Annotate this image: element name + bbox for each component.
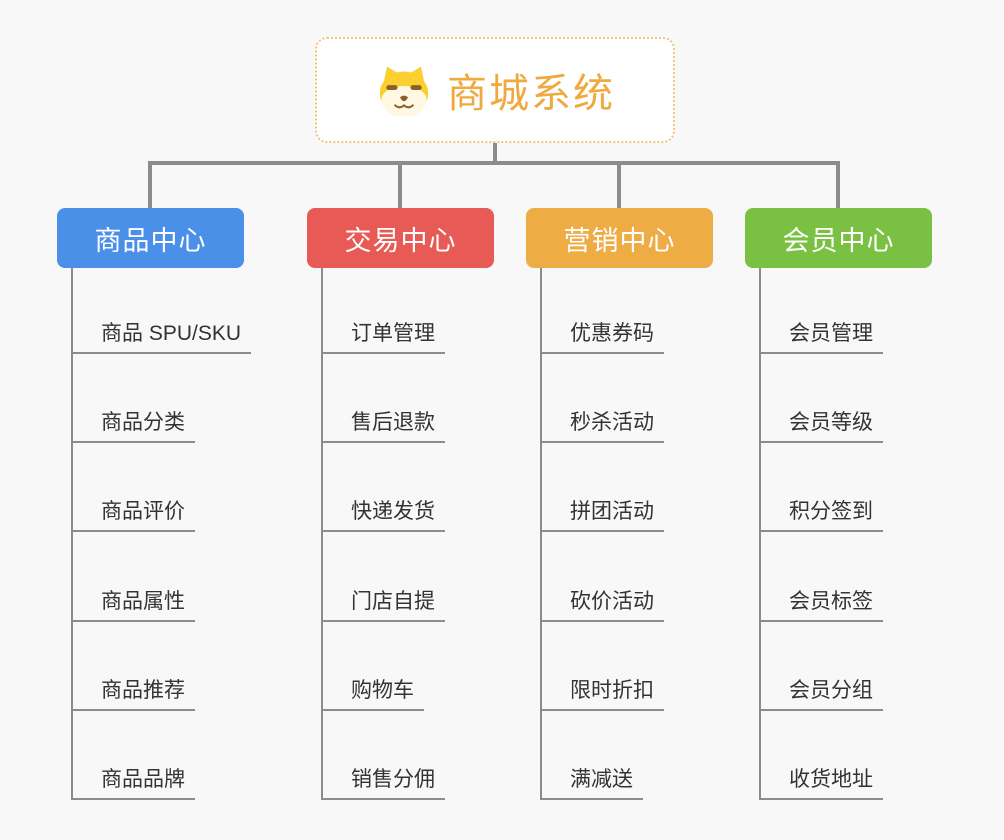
leaf-node[interactable]: 会员标签 bbox=[759, 582, 883, 622]
connector-drop-trade bbox=[398, 161, 402, 208]
leaf-node[interactable]: 快递发货 bbox=[321, 492, 445, 532]
leaf-node[interactable]: 商品品牌 bbox=[71, 760, 195, 800]
connector-drop-marketing bbox=[617, 161, 621, 208]
leaf-node[interactable]: 会员管理 bbox=[759, 314, 883, 354]
leaf-node[interactable]: 优惠券码 bbox=[540, 314, 664, 354]
branch-node-trade-center[interactable]: 交易中心 bbox=[307, 208, 494, 268]
leaf-node[interactable]: 砍价活动 bbox=[540, 582, 664, 622]
leaf-node[interactable]: 商品评价 bbox=[71, 492, 195, 532]
branch-trunk-line bbox=[321, 268, 323, 799]
leaf-node[interactable]: 拼团活动 bbox=[540, 492, 664, 532]
connector-root-stub bbox=[493, 143, 497, 163]
leaf-node[interactable]: 商品推荐 bbox=[71, 671, 195, 711]
leaf-node[interactable]: 售后退款 bbox=[321, 403, 445, 443]
leaf-node[interactable]: 购物车 bbox=[321, 671, 424, 711]
leaf-node[interactable]: 会员等级 bbox=[759, 403, 883, 443]
branch-trunk-line bbox=[71, 268, 73, 799]
leaf-node[interactable]: 商品分类 bbox=[71, 403, 195, 443]
connector-drop-product bbox=[148, 161, 152, 208]
leaf-node[interactable]: 满减送 bbox=[540, 760, 643, 800]
branch-node-member-center[interactable]: 会员中心 bbox=[745, 208, 932, 268]
leaf-node[interactable]: 门店自提 bbox=[321, 582, 445, 622]
shiba-dog-icon bbox=[379, 66, 429, 116]
leaf-node[interactable]: 会员分组 bbox=[759, 671, 883, 711]
branch-trunk-line bbox=[540, 268, 542, 799]
root-title: 商城系统 bbox=[447, 72, 615, 116]
branch-node-marketing-center[interactable]: 营销中心 bbox=[526, 208, 713, 268]
branch-node-product-center[interactable]: 商品中心 bbox=[57, 208, 244, 268]
connector-drop-member bbox=[836, 161, 840, 208]
connector-bus-line bbox=[148, 161, 840, 165]
leaf-node[interactable]: 积分签到 bbox=[759, 492, 883, 532]
leaf-node[interactable]: 秒杀活动 bbox=[540, 403, 664, 443]
branch-trunk-line bbox=[759, 268, 761, 799]
leaf-node[interactable]: 商品 SPU/SKU bbox=[71, 314, 252, 354]
leaf-node[interactable]: 限时折扣 bbox=[540, 671, 664, 711]
leaf-node[interactable]: 商品属性 bbox=[71, 582, 195, 622]
leaf-node[interactable]: 销售分佣 bbox=[321, 760, 445, 800]
leaf-node[interactable]: 订单管理 bbox=[321, 314, 445, 354]
root-node-mall-system[interactable]: 商城系统 bbox=[315, 37, 675, 143]
leaf-node[interactable]: 收货地址 bbox=[759, 760, 883, 800]
